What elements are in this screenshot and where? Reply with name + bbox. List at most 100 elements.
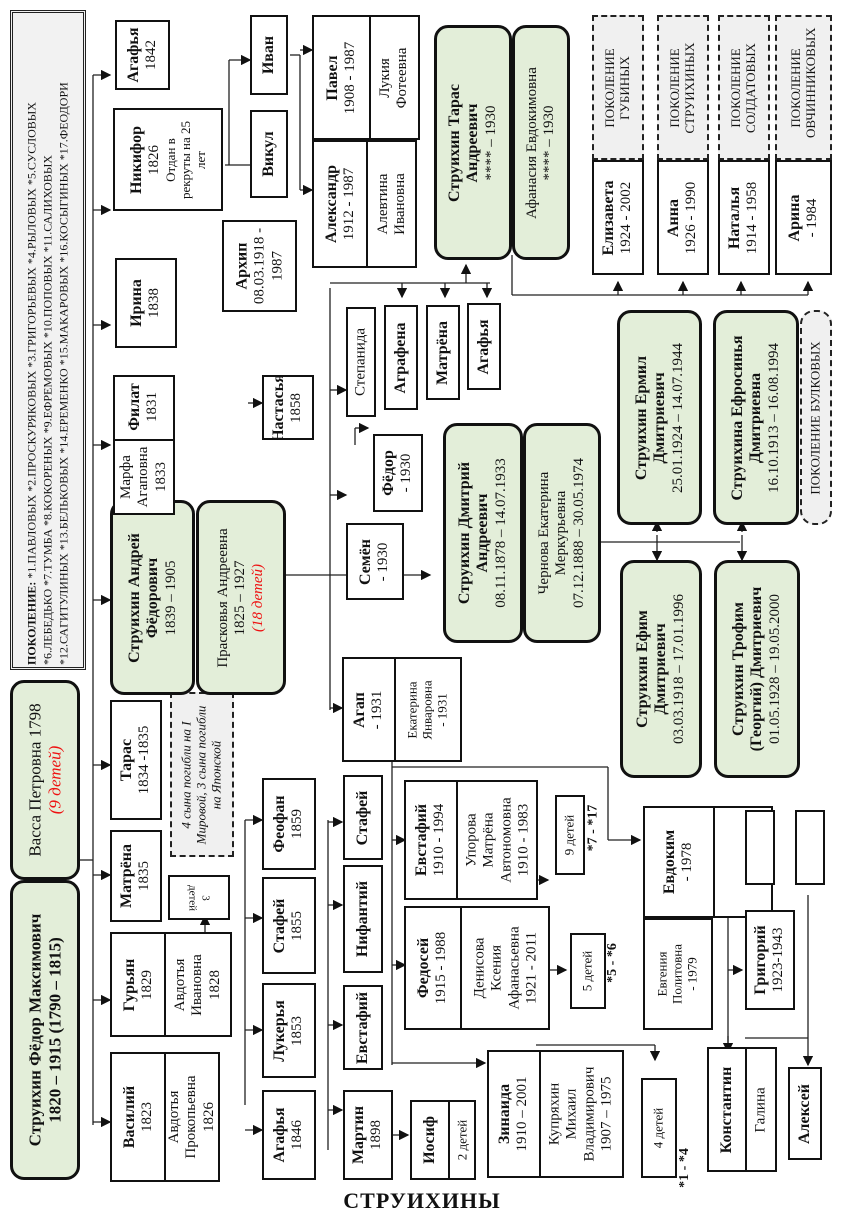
ovchinnikov-generation-label: ПОКОЛЕНИЕ ОВЧИННИКОВЫХ xyxy=(775,15,832,160)
root-wife-box[interactable]: Васса Петровна 1798(9 детей) xyxy=(10,680,80,880)
person-stafey-2[interactable]: Стафей xyxy=(343,775,383,860)
generation-label: ПОКОЛЕНИЕ ОВЧИННИКОВЫХ xyxy=(787,26,818,138)
person-name: Мартин xyxy=(350,1105,368,1165)
zinaida-children-box[interactable]: 4 детей xyxy=(641,1078,677,1178)
person-evstafiy[interactable]: Евстафий xyxy=(343,985,383,1070)
person-years: - 1978 xyxy=(679,842,696,882)
person-years: 1924 - 2002 xyxy=(618,181,635,254)
person-name: Зинаида xyxy=(496,1083,514,1145)
person-afanasiya[interactable]: Афанасия Евдокимовна**** – 1930 xyxy=(512,25,570,260)
person-agafya-2[interactable]: Агафья xyxy=(467,303,501,390)
person-year: 1853 xyxy=(289,1015,306,1046)
person-nifantiy[interactable]: Нифантий xyxy=(343,865,383,973)
person-arina[interactable]: Арина- 1984 xyxy=(775,160,832,275)
person-fedor[interactable]: Фёдор- 1930 xyxy=(373,434,423,512)
person-name: Константин xyxy=(717,1066,735,1153)
person-name: Александр xyxy=(323,165,341,243)
person-konstantin[interactable]: Константин Галина xyxy=(707,1047,777,1172)
person-aleksey[interactable]: Алексей xyxy=(788,1067,822,1160)
person-vikul[interactable]: Викул xyxy=(250,110,288,198)
person-note: Отдан в рекруты на 25 лет xyxy=(162,120,208,199)
person-year: 1898 xyxy=(368,1120,385,1150)
spouse-name: Денисова Ксения Афанасьевна xyxy=(471,926,523,1010)
person-year: 1838 xyxy=(146,288,163,318)
person-year: 1859 xyxy=(289,809,306,840)
person-iosif[interactable]: Иосиф 2 детей xyxy=(410,1100,476,1180)
person-years: - 1930 xyxy=(398,453,415,493)
person-agrafena[interactable]: Аграфена xyxy=(384,305,418,410)
person-name: Струихин Трофим (Георгий) Дмитриевич xyxy=(729,586,766,752)
person-name: Стафей xyxy=(271,898,289,953)
person-matrena-2[interactable]: Матрёна xyxy=(426,305,460,400)
person-name: Струихин Фёдор Максимович xyxy=(25,913,45,1147)
person-agap[interactable]: Агап- 1931 Екатерина Январовна- 1931 xyxy=(342,657,462,762)
person-name: Архип xyxy=(233,242,251,290)
person-years: 01.05.1928 – 19.05.2000 xyxy=(766,594,783,744)
person-name: Аграфена xyxy=(391,321,409,394)
person-name: Павел xyxy=(324,54,342,101)
spouse-years: 1921 - 2011 xyxy=(523,932,540,1004)
person-evgeniya[interactable]: Евгения Политовна- 1979 xyxy=(643,918,713,1030)
evstafiy-children-box[interactable]: 9 детей xyxy=(555,795,585,875)
person-years: 1910 - 1994 xyxy=(431,803,448,877)
person-ivan[interactable]: Иван xyxy=(250,15,288,95)
children-count: 4 детей xyxy=(650,1107,666,1149)
person-name: Арина xyxy=(785,194,803,241)
person-years: 1914 - 1958 xyxy=(744,181,761,254)
spouse-name: Галина xyxy=(752,1086,769,1133)
empty-person-box-1[interactable] xyxy=(745,810,775,885)
person-years: 25.01.1924 – 14.07.1944 xyxy=(669,342,686,493)
person-years: 1839 – 1905 xyxy=(162,560,179,635)
generation-range-label: *1 - *4 xyxy=(676,1148,692,1188)
spouse-name: Авдотья Прокопьевна xyxy=(166,1075,200,1159)
spouse-name: Авдотья Ивановна xyxy=(172,953,206,1016)
spouse-name: Марфа Агаповна xyxy=(118,446,152,508)
person-years: **** – 1930 xyxy=(482,105,499,180)
children-count: 3 детей xyxy=(187,884,212,911)
person-name: Елизавета xyxy=(600,179,618,256)
person-taras-andreevich[interactable]: Струихин Тарас Андреевич**** – 1930 xyxy=(434,25,512,260)
empty-person-box-2[interactable] xyxy=(795,810,825,885)
fedosey-children-box[interactable]: 5 детей xyxy=(570,933,606,1009)
matrena-children-box[interactable]: 3 детей xyxy=(168,875,230,920)
person-name: Струихин Ефим Дмитриевич xyxy=(633,610,670,728)
spouse-name: Алевтина Ивановна xyxy=(374,173,408,235)
person-name: Агафья xyxy=(124,27,142,83)
person-semen[interactable]: Семён- 1930 xyxy=(346,523,404,600)
person-stepanida[interactable]: Степанида xyxy=(346,307,376,417)
